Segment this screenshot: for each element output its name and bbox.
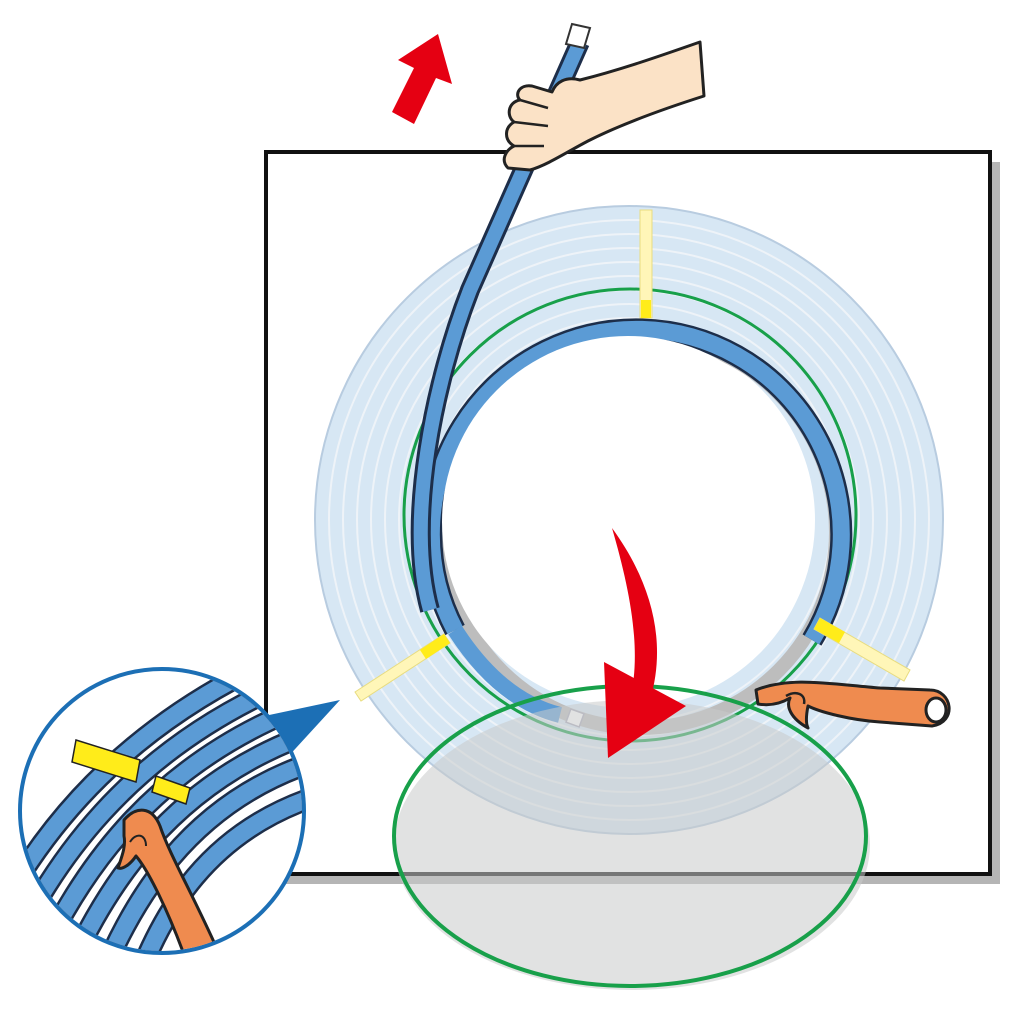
callout-cutter-hook [129, 834, 147, 847]
curved-arrow-shaft [612, 528, 658, 700]
arrow-up-icon [392, 34, 452, 124]
ground-shadow-fill [394, 700, 870, 990]
cutter-tool-icon [754, 680, 951, 730]
coil-center-hole [442, 336, 814, 708]
hand-arm [502, 40, 706, 172]
curved-arrow-head [604, 662, 686, 758]
hand-icon [502, 40, 706, 172]
pipe-tip [564, 22, 592, 50]
hand-knuckles [513, 98, 549, 148]
coil-ties [354, 209, 911, 702]
curved-arrow-down-icon [604, 528, 686, 758]
inner-pipe-ring-fill [422, 320, 850, 645]
tie-top-yellow [641, 300, 651, 318]
cutter-hook [785, 692, 806, 705]
tie-left-yellow [420, 634, 450, 659]
pulled-pipe [410, 22, 592, 613]
callout-tie-1 [71, 739, 141, 783]
callout-tie-2 [151, 775, 191, 805]
callout-cutter [116, 808, 224, 951]
cutter-handle-hole [924, 696, 948, 724]
cutter-body [754, 680, 951, 730]
tie-right-yellow [814, 618, 845, 643]
pulled-pipe-fill [413, 39, 587, 612]
